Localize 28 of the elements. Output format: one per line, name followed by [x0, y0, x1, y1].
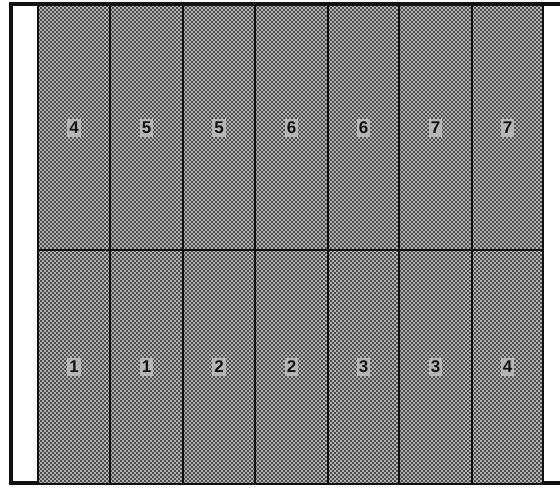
shaded-cell — [109, 249, 184, 485]
cell-number: 6 — [284, 118, 298, 136]
shaded-cell — [37, 4, 111, 251]
cell-number: 4 — [67, 118, 81, 136]
cell-number: 1 — [67, 358, 81, 376]
shaded-cell — [37, 249, 111, 485]
cell-number: 1 — [140, 358, 154, 376]
shaded-cell — [398, 249, 473, 485]
shaded-cell — [254, 249, 329, 485]
shaded-cell — [471, 249, 544, 485]
cell-number: 3 — [356, 358, 370, 376]
cell-number: 4 — [500, 358, 514, 376]
cell-number: 7 — [500, 118, 514, 136]
cell-number: 7 — [428, 118, 442, 136]
shaded-cell — [182, 249, 256, 485]
cell-number: 2 — [284, 358, 298, 376]
shaded-cell — [327, 249, 400, 485]
cell-number: 5 — [140, 118, 154, 136]
cell-number: 2 — [212, 358, 226, 376]
cell-number: 6 — [356, 118, 370, 136]
shaded-cell — [398, 4, 473, 251]
shaded-cell — [327, 4, 400, 251]
cell-number: 3 — [428, 358, 442, 376]
shaded-cell — [182, 4, 256, 251]
shaded-cell — [471, 4, 544, 251]
shaded-cell — [254, 4, 329, 251]
shaded-cell — [109, 4, 184, 251]
cell-number: 5 — [212, 118, 226, 136]
